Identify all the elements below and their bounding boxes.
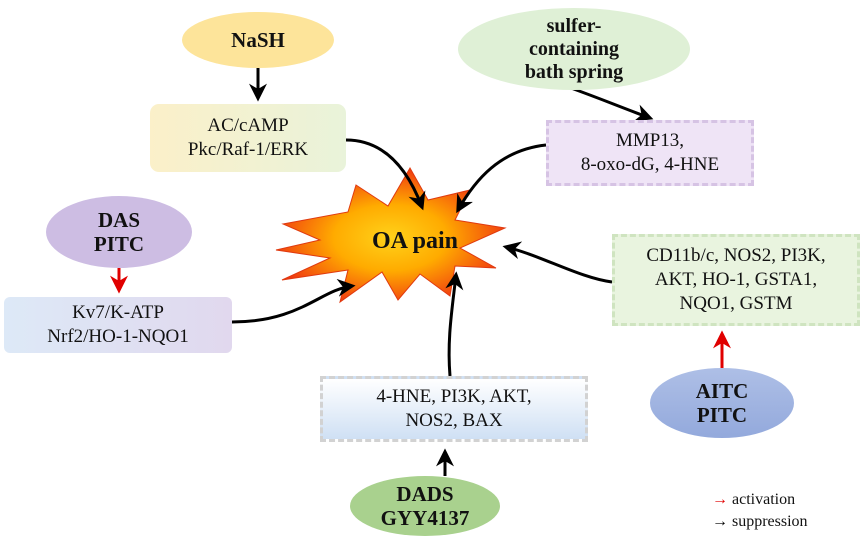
kv7-line: Kv7/K-ATP xyxy=(72,302,164,324)
suppression-arrow-icon: → xyxy=(712,512,728,530)
arrow-ac-to-oa xyxy=(345,138,426,211)
oa-pain-label: OA pain xyxy=(371,228,459,254)
arrow-hne-to-oa xyxy=(445,271,464,377)
ac-camp-box: AC/cAMP Pkc/Raf-1/ERK xyxy=(150,104,346,172)
dads-gyy4137-node: DADS GYY4137 xyxy=(350,476,500,536)
cd11-line: NQO1, GSTM xyxy=(679,292,793,314)
sulfer-label-line: containing xyxy=(528,37,620,60)
mmp13-line: MMP13, xyxy=(615,130,685,152)
kv7-box: Kv7/K-ATP Nrf2/HO-1-NQO1 xyxy=(4,297,232,353)
kv7-line: Nrf2/HO-1-NQO1 xyxy=(47,326,189,347)
sulfer-label-line: sulfer- xyxy=(546,14,602,37)
sulfer-label-line: bath spring xyxy=(524,60,624,83)
aitc-label-line: PITC xyxy=(696,403,748,427)
dads-label-line: DADS xyxy=(396,481,454,506)
arrow-cd11-to-oa xyxy=(502,241,613,284)
hne-line: NOS2, BAX xyxy=(405,410,503,431)
legend-suppression-label: suppression xyxy=(732,512,808,530)
activation-arrow-icon: → xyxy=(712,491,728,508)
aitc-pitc-node: AITC PITC xyxy=(650,368,794,438)
arrow-kv7-to-oa xyxy=(231,278,356,324)
ac-camp-line: Pkc/Raf-1/ERK xyxy=(187,139,309,160)
oa-pain-burst xyxy=(275,166,507,304)
das-label-line: DAS xyxy=(97,207,140,232)
hne-box: 4-HNE, PI3K, AKT, NOS2, BAX xyxy=(320,376,588,442)
mmp13-box: MMP13, 8-oxo-dG, 4-HNE xyxy=(546,120,754,186)
legend-activation-label: activation xyxy=(732,491,796,508)
dads-label-line: GYY4137 xyxy=(380,506,470,530)
hne-line: 4-HNE, PI3K, AKT, xyxy=(376,386,532,408)
nash-label: NaSH xyxy=(231,27,285,52)
sulfer-bath-spring-node: sulfer- containing bath spring xyxy=(458,8,690,90)
legend-suppression: →suppression xyxy=(712,511,808,533)
cd11-line: AKT, HO-1, GSTA1, xyxy=(654,269,818,291)
mmp13-line: 8-oxo-dG, 4-HNE xyxy=(580,154,720,175)
arrow-mmp13-to-oa xyxy=(456,143,547,214)
nash-node: NaSH xyxy=(182,12,334,68)
cd11-line: CD11b/c, NOS2, PI3K, xyxy=(646,245,826,267)
aitc-label-line: AITC xyxy=(695,378,749,403)
cd11-box: CD11b/c, NOS2, PI3K, AKT, HO-1, GSTA1, N… xyxy=(612,234,860,326)
das-label-line: PITC xyxy=(93,232,145,256)
das-pitc-node: DAS PITC xyxy=(46,196,192,268)
legend: →activation →suppression xyxy=(712,489,808,532)
ac-camp-line: AC/cAMP xyxy=(207,115,289,137)
legend-activation: →activation xyxy=(712,489,808,511)
